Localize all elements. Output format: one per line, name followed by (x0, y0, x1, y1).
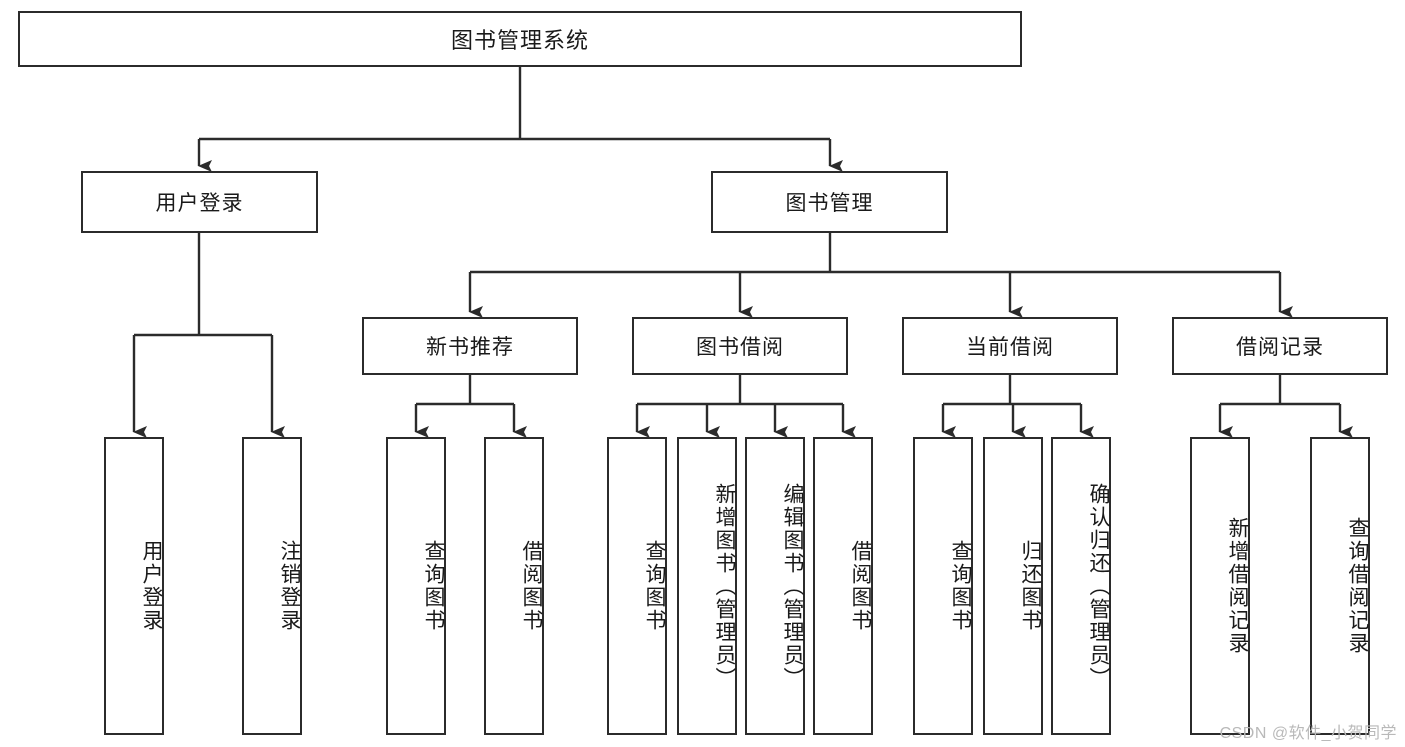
node-leaf-borrow-book-1[interactable]: 借阅图书 (484, 437, 544, 735)
node-leaf-add-book-label: 新增图书（管理员） (713, 482, 736, 690)
node-leaf-borrow-book-2-label: 借阅图书 (849, 540, 872, 632)
node-leaf-user-logout[interactable]: 注销登录 (242, 437, 302, 735)
node-leaf-user-logout-label: 注销登录 (278, 540, 301, 632)
node-current-borrow-label: 当前借阅 (966, 336, 1054, 359)
node-user-login-label: 用户登录 (155, 192, 244, 215)
node-root-book-management-system[interactable]: 图书管理系统 (18, 11, 1022, 67)
node-leaf-query-book-2-label: 查询图书 (643, 540, 666, 632)
node-leaf-return-book-label: 归还图书 (1019, 540, 1042, 632)
node-book-manage-label: 图书管理 (785, 192, 874, 215)
node-current-borrow[interactable]: 当前借阅 (902, 317, 1118, 375)
node-leaf-confirm-return-label: 确认归还（管理员） (1087, 482, 1110, 690)
node-leaf-borrow-book-2[interactable]: 借阅图书 (813, 437, 873, 735)
node-book-borrow[interactable]: 图书借阅 (632, 317, 848, 375)
node-leaf-query-book-3-label: 查询图书 (949, 540, 972, 632)
node-borrow-record[interactable]: 借阅记录 (1172, 317, 1388, 375)
node-leaf-edit-book-label: 编辑图书（管理员） (781, 482, 804, 690)
node-leaf-user-login[interactable]: 用户登录 (104, 437, 164, 735)
node-leaf-return-book[interactable]: 归还图书 (983, 437, 1043, 735)
node-leaf-add-record[interactable]: 新增借阅记录 (1190, 437, 1250, 735)
node-leaf-query-book-1[interactable]: 查询图书 (386, 437, 446, 735)
watermark: CSDN @软件_小贺同学 (1219, 725, 1397, 742)
node-book-borrow-label: 图书借阅 (696, 336, 784, 359)
node-leaf-query-record-label: 查询借阅记录 (1346, 517, 1369, 655)
node-leaf-add-record-label: 新增借阅记录 (1226, 517, 1249, 655)
node-leaf-query-book-3[interactable]: 查询图书 (913, 437, 973, 735)
node-leaf-query-book-1-label: 查询图书 (422, 540, 445, 632)
node-root-label: 图书管理系统 (450, 28, 589, 53)
node-new-book-recommend[interactable]: 新书推荐 (362, 317, 578, 375)
node-borrow-record-label: 借阅记录 (1236, 336, 1324, 359)
node-book-manage[interactable]: 图书管理 (711, 171, 948, 233)
node-leaf-add-book[interactable]: 新增图书（管理员） (677, 437, 737, 735)
node-leaf-confirm-return[interactable]: 确认归还（管理员） (1051, 437, 1111, 735)
node-leaf-borrow-book-1-label: 借阅图书 (520, 540, 543, 632)
node-leaf-edit-book[interactable]: 编辑图书（管理员） (745, 437, 805, 735)
node-leaf-query-record[interactable]: 查询借阅记录 (1310, 437, 1370, 735)
node-leaf-query-book-2[interactable]: 查询图书 (607, 437, 667, 735)
node-new-book-recommend-label: 新书推荐 (426, 336, 514, 359)
node-leaf-user-login-label: 用户登录 (140, 540, 163, 632)
node-user-login[interactable]: 用户登录 (81, 171, 318, 233)
